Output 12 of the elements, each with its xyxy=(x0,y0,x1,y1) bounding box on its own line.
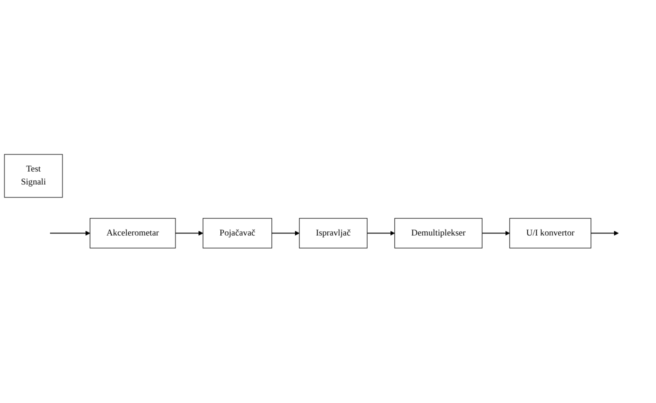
node-box: Akcelerometar xyxy=(90,218,176,249)
arrow xyxy=(50,231,90,236)
node-box: U/I konvertor xyxy=(509,218,592,249)
arrow xyxy=(590,231,619,236)
arrow xyxy=(271,231,300,236)
node-box: Demultiplekser xyxy=(394,218,482,249)
node-box: Test Signali xyxy=(4,154,63,198)
arrow xyxy=(366,231,395,236)
arrow xyxy=(175,231,204,236)
node-box: Pojačavač xyxy=(202,218,272,249)
node-box: Ispravljač xyxy=(299,218,368,249)
arrow xyxy=(482,231,510,236)
